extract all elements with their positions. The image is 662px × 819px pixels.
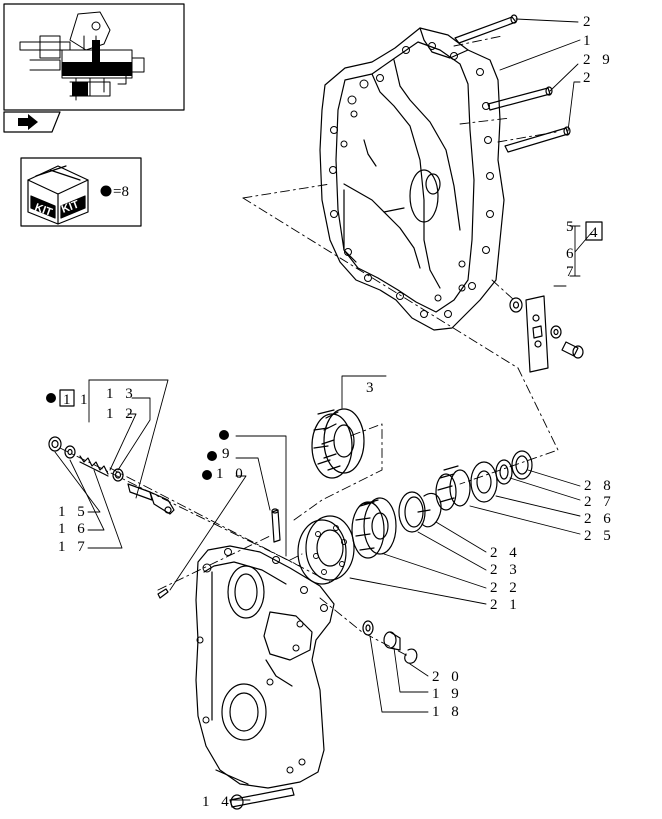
callout-box-4 [585,221,603,241]
locator-thumbnail[interactable] [3,3,185,111]
kit-icon: KIT KIT [27,165,89,225]
callout-5: 5 [566,219,578,235]
bullet-dot-icon [100,185,112,197]
projection-lines-lower [59,423,409,657]
seal-part-18[interactable] [362,620,374,636]
callout-11-box: 1 [63,392,75,408]
leader-lines-upper [499,18,593,287]
callout-16: 1 6 [58,521,89,537]
callout-3: 3 [366,380,378,396]
callout-4: 4 [590,225,602,241]
callout-12: 1 2 [106,406,137,422]
callout-10: 1 0 [216,466,247,482]
callout-28: 2 8 [584,478,615,494]
gear-part-22[interactable] [351,497,397,559]
bolt-part-7[interactable] [561,341,584,359]
spring-part-15[interactable] [79,455,109,477]
callout-13: 1 3 [106,386,137,402]
snap-ring-part-24[interactable] [417,492,442,528]
callout-24: 2 4 [490,545,521,561]
callout-23: 2 3 [490,562,521,578]
callout-20: 2 0 [432,669,463,685]
callout-1: 1 [583,33,595,49]
callout-19: 1 9 [432,686,463,702]
kit-label-left: KIT [33,202,54,219]
callout-9: 9 [222,446,234,462]
callout-2-lower: 2 [583,70,595,86]
pinion-part-25[interactable] [435,461,498,511]
bolt-part-14[interactable] [229,787,295,810]
callout-7: 7 [566,264,578,280]
callout-21: 2 1 [490,597,521,613]
callout-15: 1 5 [58,504,89,520]
kit-legend-box: KIT KIT =8 [20,157,142,227]
pin-part-10[interactable] [157,588,169,599]
callout-17: 1 7 [58,539,89,555]
callout-22: 2 2 [490,580,521,596]
callout-18: 1 8 [432,704,463,720]
callout-box-11 [59,389,75,407]
gear-part-3[interactable] [311,408,365,479]
bearing-part-21[interactable] [297,515,355,585]
cover-plate[interactable] [525,295,549,373]
callout-2-top: 2 [583,14,595,30]
callout-27: 2 7 [584,494,615,510]
upper-housing[interactable] [319,27,505,331]
plug-part-19[interactable] [383,631,401,651]
ring-part-23[interactable] [398,491,426,533]
kit-quantity-text: =8 [113,184,129,200]
kit-bullet-markers [46,393,229,480]
kit-label-right: KIT [60,198,81,215]
callout-25: 2 5 [584,528,615,544]
ring-part-26[interactable] [495,459,513,485]
washer-part-5[interactable] [509,297,523,313]
page-tab[interactable] [3,111,61,133]
plunger-part-13[interactable] [127,483,175,515]
callout-29: 2 9 [583,52,614,68]
projection-lines-upper [242,35,559,485]
callout-14: 1 4 [202,794,233,810]
leader-lines-lower-left [54,379,287,591]
pin-part-9[interactable] [271,508,281,543]
leader-lines-right [231,375,581,801]
callout-6: 6 [566,246,578,262]
bolt-part-29[interactable] [487,86,553,111]
bolt-part-2-lower[interactable] [504,126,571,153]
lower-cover-housing[interactable] [195,545,335,789]
ring-part-27[interactable] [511,450,533,480]
callout-11: 1 [80,392,92,408]
callout-26: 2 6 [584,511,615,527]
clip-part-20[interactable] [404,648,418,664]
bolt-part-2-top[interactable] [454,14,518,44]
washer-part-6[interactable] [550,325,562,339]
